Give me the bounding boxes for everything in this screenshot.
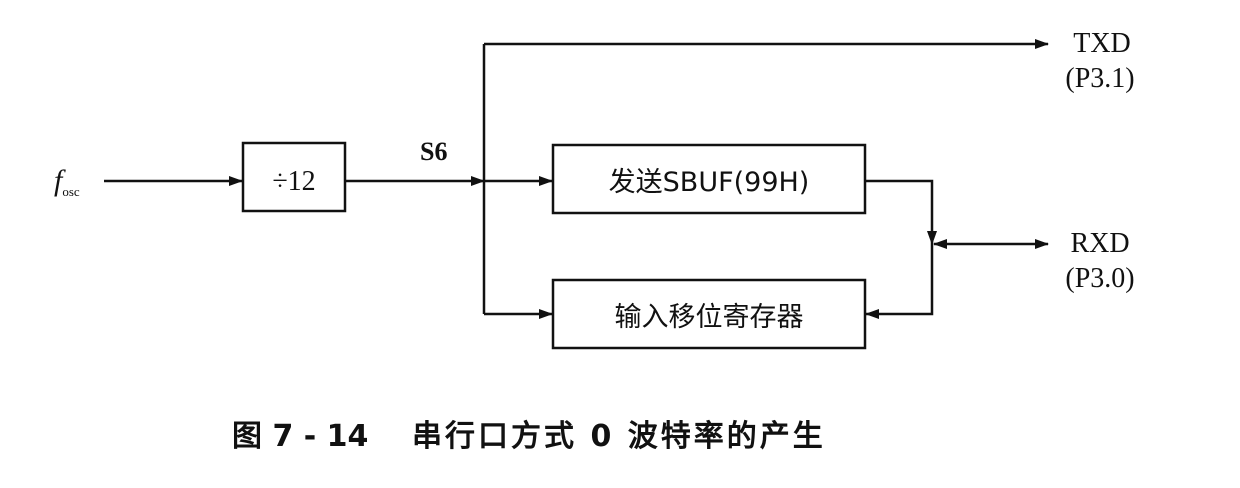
txd-pin-label: (P3.1) xyxy=(1065,63,1134,94)
shift-register-label: 输入移位寄存器 xyxy=(615,302,804,333)
sbuf-label: 发送SBUF(99H) xyxy=(609,167,810,198)
sbuf-box xyxy=(551,143,867,215)
shift-feedback-line xyxy=(865,244,934,319)
divider-box xyxy=(241,141,347,213)
figure-number: 图 7 - 14 xyxy=(232,419,368,454)
sbuf-output-line xyxy=(865,179,937,245)
s6-label: S6 xyxy=(420,137,447,166)
fosc-label: fosc xyxy=(54,164,80,199)
rxd-pin-label: (P3.0) xyxy=(1065,263,1134,294)
rxd-label: RXD xyxy=(1070,228,1129,259)
txd-label: TXD xyxy=(1073,28,1131,59)
figure-caption: 串行口方式 0 波特率的产生 xyxy=(412,419,826,454)
divider-label: ÷12 xyxy=(272,166,315,197)
